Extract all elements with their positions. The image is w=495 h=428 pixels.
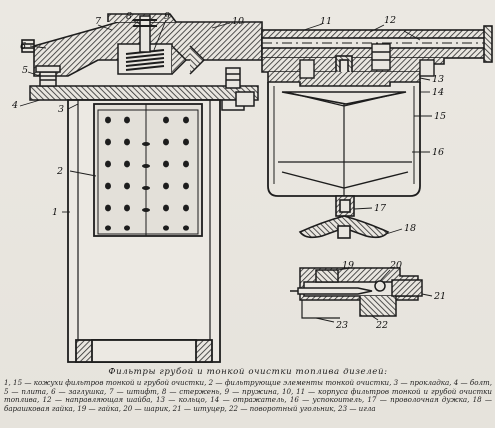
- callout-11: 11: [320, 16, 332, 27]
- filter-perforations: [105, 116, 189, 231]
- figure-caption: Фильтры грубой и тонкой очистки топлива …: [4, 367, 492, 427]
- coarse-filter: [267, 55, 421, 239]
- callout-22: 22: [375, 320, 388, 331]
- callout-16: 16: [432, 147, 444, 158]
- caption-legend: 1, 15 — кожухи фильтров тонкой и грубой …: [4, 378, 492, 413]
- callout-23: 23: [335, 320, 348, 331]
- callout-12: 12: [384, 15, 396, 26]
- callout-7: 7: [95, 16, 102, 27]
- spring-chamber: [117, 15, 206, 75]
- callout-9: 9: [164, 11, 170, 22]
- callout-1: 1: [52, 207, 58, 218]
- callout-6: 6: [20, 41, 26, 52]
- leader-lines: [19, 19, 433, 323]
- callout-3: 3: [58, 104, 64, 115]
- needle-valve-inset: [290, 267, 423, 319]
- callout-17: 17: [374, 203, 387, 214]
- callout-21: 21: [433, 291, 446, 302]
- callout-8: 8: [126, 11, 132, 22]
- callout-13: 13: [432, 74, 444, 85]
- callout-2: 2: [56, 166, 63, 177]
- callout-labels: 6 7 8 9 10 11 12 5 4 3 2 1 13 14 15 16 1…: [11, 11, 446, 331]
- callout-5: 5: [22, 65, 28, 76]
- callout-18: 18: [404, 223, 416, 234]
- caption-title: Фильтры грубой и тонкой очистки топлива …: [108, 367, 388, 377]
- callout-14: 14: [432, 87, 444, 98]
- callout-4: 4: [11, 100, 18, 111]
- right-body-details: [299, 43, 435, 79]
- callout-20: 20: [389, 260, 402, 271]
- fine-filter-housing: [67, 99, 221, 363]
- callout-19: 19: [342, 260, 354, 271]
- fuel-filters-diagram: 6 7 8 9 10 11 12 5 4 3 2 1 13 14 15 16 1…: [11, 11, 493, 363]
- callout-10: 10: [232, 16, 244, 27]
- plate-and-bolt: [29, 65, 259, 111]
- callout-15: 15: [434, 111, 446, 122]
